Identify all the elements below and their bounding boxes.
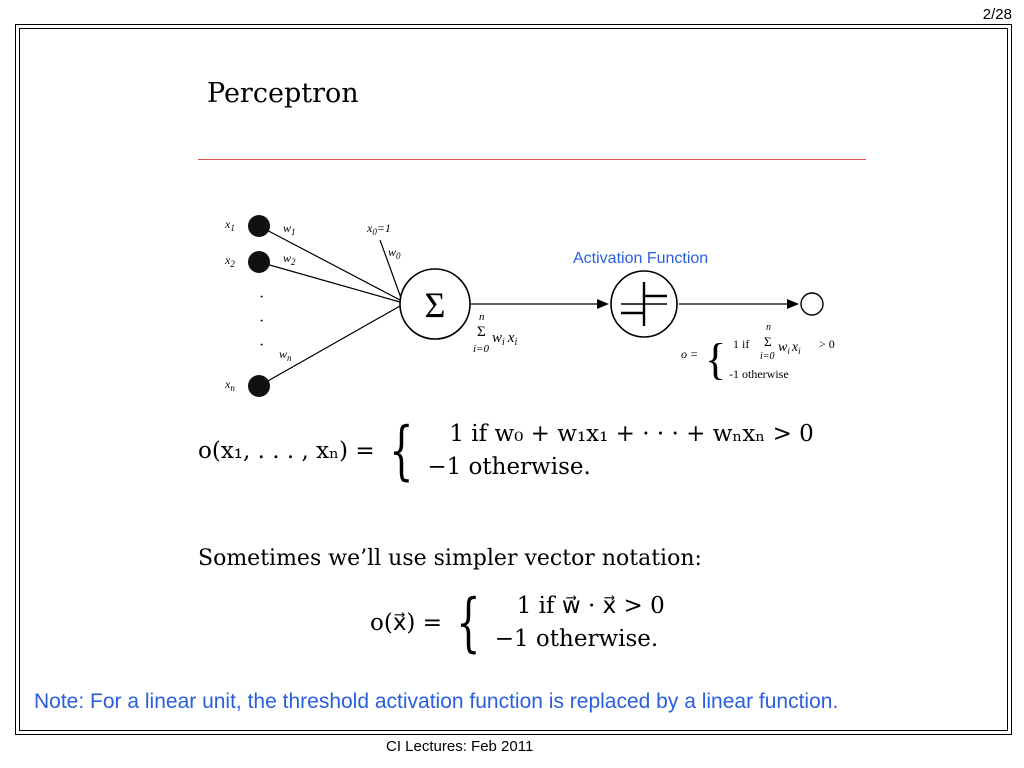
- edge-bias: [379, 239, 402, 299]
- equation1-brace: {: [388, 414, 414, 489]
- output-case1-text: 1 if: [733, 337, 749, 351]
- input-node-n: [248, 375, 270, 397]
- svg-text:xn: xn: [224, 377, 235, 393]
- ellipsis-dot-1: ·: [259, 289, 264, 306]
- svg-text:wn: wn: [279, 347, 292, 363]
- input-sub-n: n: [230, 383, 235, 393]
- sum-term-w: w: [492, 330, 502, 346]
- svg-text:w2: w2: [283, 251, 296, 267]
- svg-text:w0: w0: [388, 245, 401, 261]
- step-function-icon: [621, 282, 667, 326]
- output-term-x: x: [791, 340, 799, 355]
- equation1-case2: −1 otherwise.: [427, 454, 591, 481]
- sigma-icon: Σ: [425, 285, 446, 325]
- input-label-2: x: [224, 253, 231, 267]
- output-sum-upper: n: [766, 322, 771, 333]
- equation2-lhs: o(x⃗) =: [370, 610, 442, 637]
- sum-term-xi: i: [514, 337, 517, 348]
- output-sum-sigma: Σ: [764, 334, 772, 349]
- equation1-case1: 1 if w₀ + w₁x₁ + · · · + wₙxₙ > 0: [449, 421, 814, 447]
- equation1-cases: 1 if w₀ + w₁x₁ + · · · + wₙxₙ > 0 −1 oth…: [427, 418, 813, 485]
- output-sum-lower: i=0: [760, 351, 775, 362]
- edge-x1: [258, 225, 401, 301]
- output-case2-text: -1 otherwise: [729, 367, 789, 381]
- arrow-to-output: [787, 299, 799, 309]
- equation1-lhs: o(x₁, . . . , xₙ) =: [198, 438, 375, 465]
- output-node: [800, 292, 824, 316]
- output-term-wi: i: [787, 346, 790, 356]
- activation-function-label: Activation Function: [573, 250, 709, 267]
- ellipsis-dot-3: ·: [259, 337, 264, 354]
- footer: CI Lectures: Feb 2011: [386, 738, 534, 755]
- summation-node: [399, 268, 471, 340]
- slide-title: Perceptron: [207, 78, 359, 109]
- weight-label-1: w: [283, 221, 291, 235]
- perceptron-diagram: x1 x2 xn · · · w1 w2 wn x0=1 w0 Σ n Σ i=…: [224, 215, 835, 397]
- bias-weight-label: w: [388, 245, 396, 259]
- svg-text:x2: x2: [224, 253, 235, 269]
- sum-term-x: x: [507, 330, 515, 346]
- ellipsis-dot-2: ·: [259, 313, 264, 330]
- svg-text:x1: x1: [224, 217, 235, 233]
- input-node-1: [248, 215, 270, 237]
- output-case1-cond: > 0: [819, 337, 835, 351]
- equation2-cases: 1 if w⃗ · x⃗ > 0 −1 otherwise.: [495, 590, 665, 657]
- bias-input-label: x: [366, 221, 373, 235]
- slide-frame-outer: [15, 24, 1012, 735]
- input-node-2: [248, 251, 270, 273]
- title-rule: [198, 159, 866, 160]
- sum-upper: n: [479, 311, 485, 323]
- edge-xn: [258, 305, 401, 387]
- equation2-case1: 1 if w⃗ · x⃗ > 0: [516, 593, 665, 619]
- weight-label-n: w: [279, 347, 287, 361]
- output-o-label: o =: [681, 347, 698, 361]
- slide-frame-inner: [19, 28, 1008, 731]
- perceptron-equation: o(x₁, . . . , xₙ) = { 1 if w₀ + w₁x₁ + ·…: [198, 418, 814, 485]
- weight-sub-n: n: [287, 353, 292, 363]
- equation2-brace: {: [456, 586, 481, 661]
- equation2-case2: −1 otherwise.: [494, 626, 659, 653]
- edge-x2: [258, 261, 401, 303]
- weight-sub-1: 1: [291, 227, 296, 237]
- weight-label-2: w: [283, 251, 291, 265]
- weight-sub-2: 2: [291, 257, 296, 267]
- vector-equation: o(x⃗) = { 1 if w⃗ · x⃗ > 0 −1 otherwise.: [370, 590, 665, 657]
- bias-input-sub: 0: [372, 227, 377, 237]
- sum-lower: i=0: [473, 343, 489, 355]
- output-term-xi: i: [798, 346, 801, 356]
- output-term-w: w: [778, 340, 788, 355]
- input-sub-2: 2: [230, 259, 235, 269]
- bias-weight-sub: 0: [396, 251, 401, 261]
- svg-text:w1: w1: [283, 221, 296, 237]
- output-brace: {: [705, 335, 726, 384]
- arrow-to-activation: [597, 299, 609, 309]
- bias-value: =1: [377, 221, 391, 235]
- sum-term-wi: i: [502, 337, 505, 348]
- page-number: 2/28: [982, 6, 1012, 23]
- input-label-n: x: [224, 377, 231, 391]
- vector-notation-text: Sometimes we’ll use simpler vector notat…: [198, 546, 702, 571]
- linear-unit-note: Note: For a linear unit, the threshold a…: [34, 690, 839, 713]
- sum-sigma-small: Σ: [477, 324, 486, 340]
- input-label-1: x: [224, 217, 231, 231]
- svg-text:x0=1: x0=1: [366, 221, 391, 237]
- input-sub-1: 1: [230, 223, 235, 233]
